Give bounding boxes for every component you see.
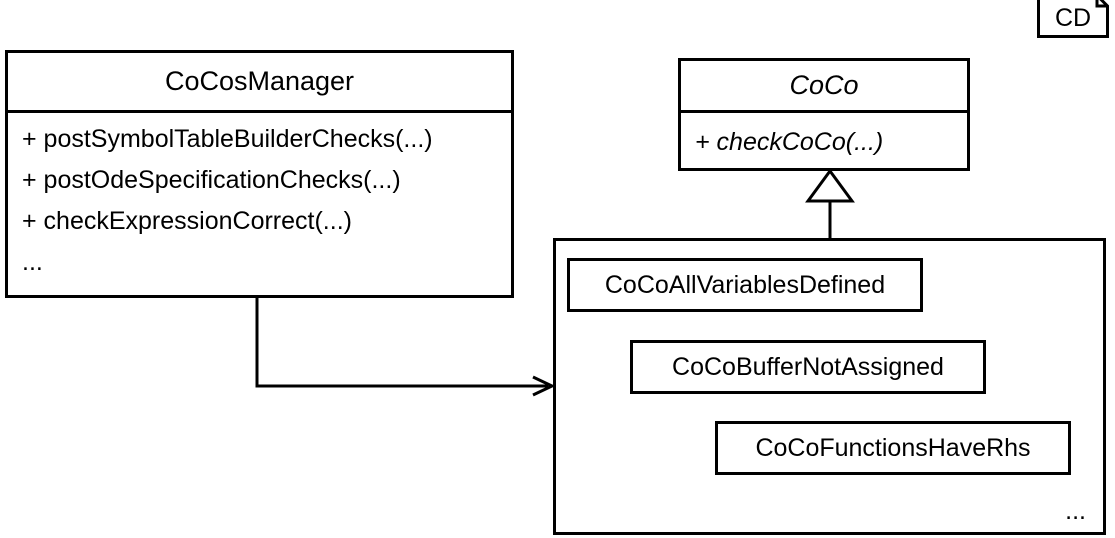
class-box-cocobuffernotassigned[interactable]: CoCoBufferNotAssigned [630, 340, 986, 394]
class-box-cocoallvariablesdefined[interactable]: CoCoAllVariablesDefined [567, 258, 923, 312]
class-name-label: CoCoFunctionsHaveRhs [755, 433, 1031, 462]
container-ellipsis: ... [1065, 497, 1086, 525]
class-member: + postOdeSpecificationChecks(...) [22, 166, 401, 194]
association-open-arrow [255, 297, 556, 397]
class-member: + checkExpressionCorrect(...) [22, 207, 352, 235]
class-box-coco[interactable]: CoCo + checkCoCo(...) [678, 58, 970, 171]
class-box-cocofunctionshaverhs[interactable]: CoCoFunctionsHaveRhs [715, 421, 1071, 475]
compartment-separator [8, 110, 511, 113]
class-name-coco: CoCo [789, 70, 859, 100]
class-members-coco: + checkCoCo(...) [681, 113, 967, 171]
generalization-hollow-triangle [805, 168, 855, 238]
class-member: + checkCoCo(...) [695, 127, 884, 156]
class-name-cocosmanager: CoCosManager [164, 66, 355, 96]
class-box-cocosmanager[interactable]: CoCosManager + postSymbolTableBuilderChe… [5, 50, 514, 298]
diagram-type-tag: CD [1037, 0, 1109, 38]
class-name-label: CoCoAllVariablesDefined [604, 270, 886, 299]
class-member: + postSymbolTableBuilderChecks(...) [22, 125, 433, 153]
class-name-label: CoCoBufferNotAssigned [672, 352, 944, 381]
class-member-ellipsis: ... [22, 248, 43, 276]
class-members-cocosmanager: + postSymbolTableBuilderChecks(...) + po… [8, 113, 511, 275]
diagram-type-label: CD [1054, 3, 1092, 32]
compartment-separator [681, 110, 967, 113]
note-folded-corner-icon [1037, 0, 1109, 38]
coco-subclass-container[interactable]: CoCoAllVariablesDefined CoCoBufferNotAss… [553, 238, 1106, 535]
